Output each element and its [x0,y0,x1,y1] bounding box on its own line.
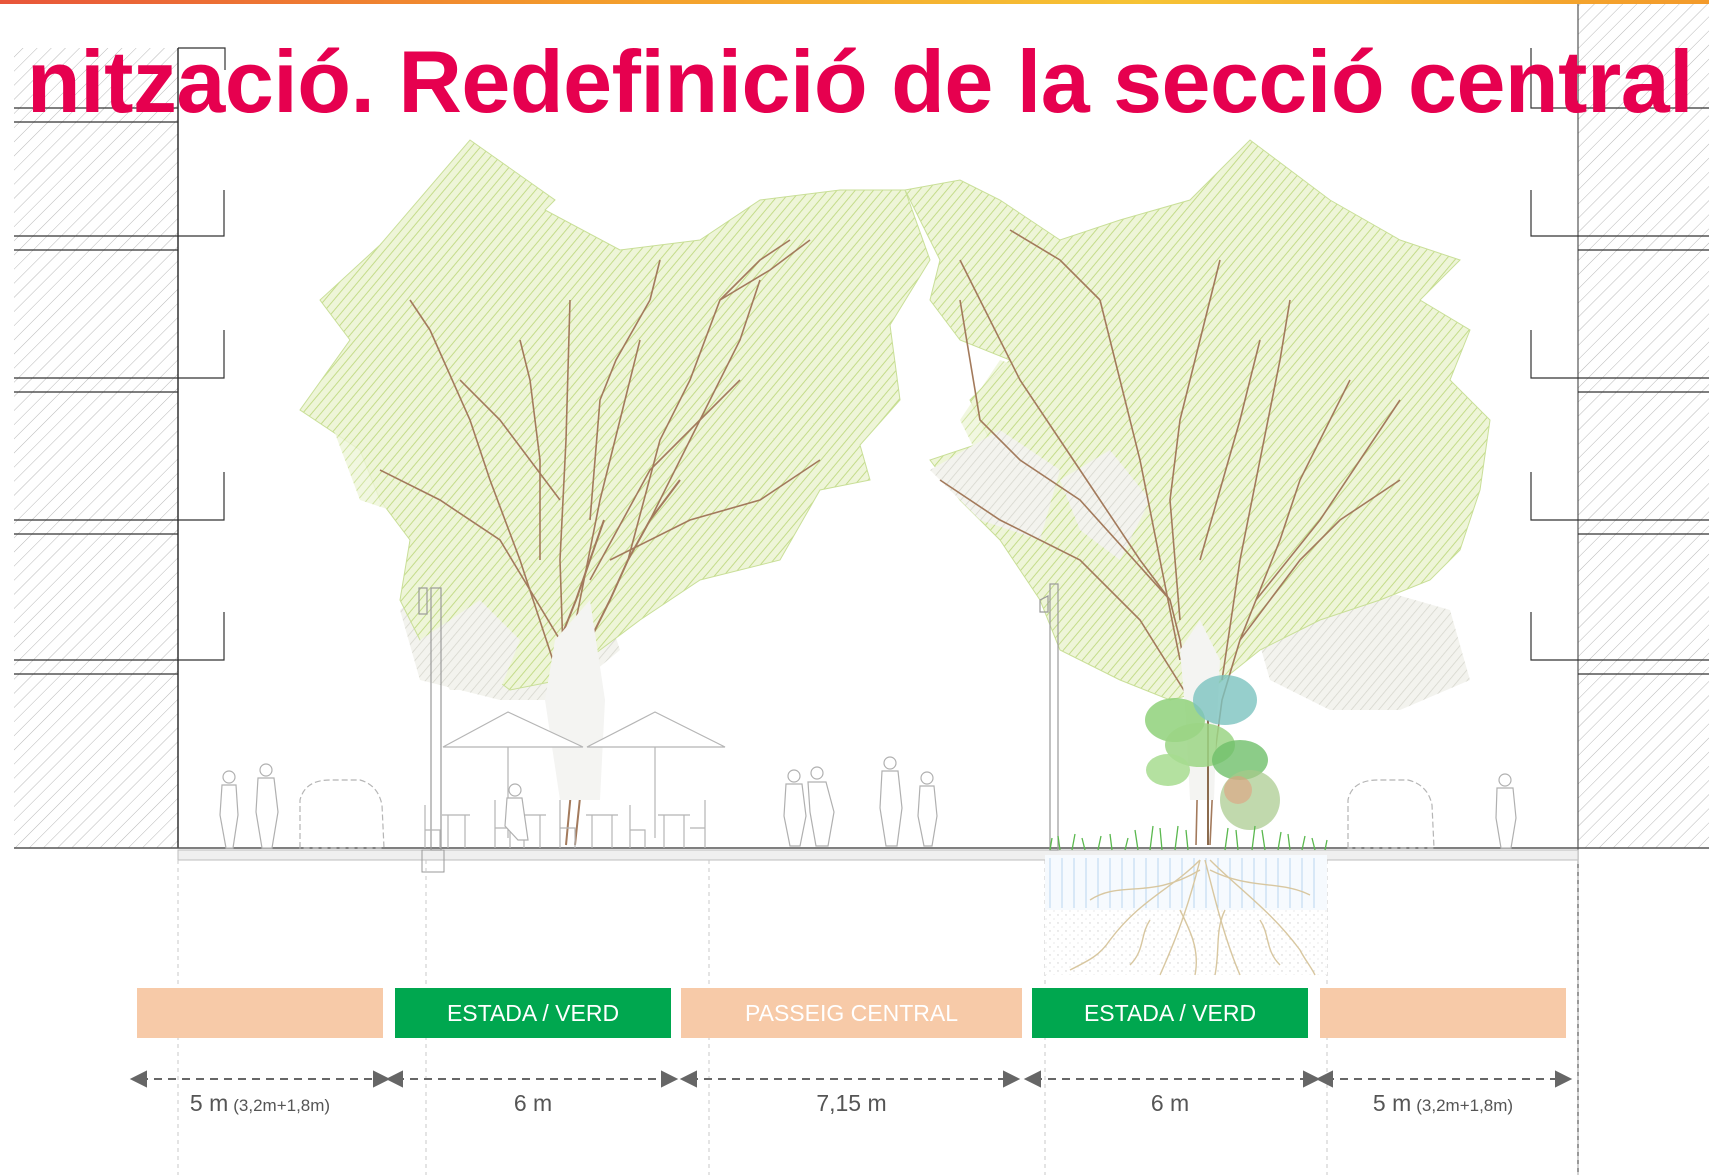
zone-band-left [137,988,383,1038]
dimension-value: 7,15 m [816,1090,887,1116]
grass-icon [1049,825,1328,851]
dimension-label-left: 5 m (3,2m+1,8m) [137,1090,383,1120]
dimension-value: 5 m [1372,1090,1412,1116]
dimension-value: 5 m [189,1090,229,1116]
tree-icon [904,139,1491,846]
zone-band-passeig-central: PASSEIG CENTRAL [681,988,1022,1038]
zone-band-estada-verd-left: ESTADA / VERD [395,988,671,1038]
dimension-detail: (3,2m+1,8m) [1416,1096,1514,1115]
ground-line [14,847,1709,873]
car-icon [1347,779,1435,849]
building-left [14,47,226,849]
zone-band-label: PASSEIG CENTRAL [744,999,959,1026]
shrub-icon [1145,675,1280,845]
tree-icon [299,139,931,846]
umbrella-icon [442,711,726,838]
car-icon [299,779,385,849]
street-lamp-icon [1039,583,1059,851]
dimension-label-estada-left: 6 m [395,1090,671,1120]
roots-icon [1069,859,1316,976]
dimension-label-right: 5 m (3,2m+1,8m) [1320,1090,1566,1120]
dimension-value: 6 m [1150,1090,1190,1116]
dimension-label-passeig: 7,15 m [681,1090,1022,1120]
top-accent-bar-overlay [0,0,1709,4]
pedestrian-icon [219,756,1517,849]
dimension-label-estada-right: 6 m [1032,1090,1308,1120]
zone-band-estada-verd-right: ESTADA / VERD [1032,988,1308,1038]
street-lamp-icon [418,587,442,851]
zone-band-right [1320,988,1566,1038]
cafe-table-icon [424,800,706,848]
dimension-detail: (3,2m+1,8m) [233,1096,331,1115]
zone-band-label: ESTADA / VERD [1083,999,1257,1026]
page-title: nització. Redefinició de la secció centr… [26,32,1694,131]
dimension-arrows [129,1070,1573,1088]
dimension-value: 6 m [513,1090,553,1116]
zone-band-label: ESTADA / VERD [446,999,620,1026]
